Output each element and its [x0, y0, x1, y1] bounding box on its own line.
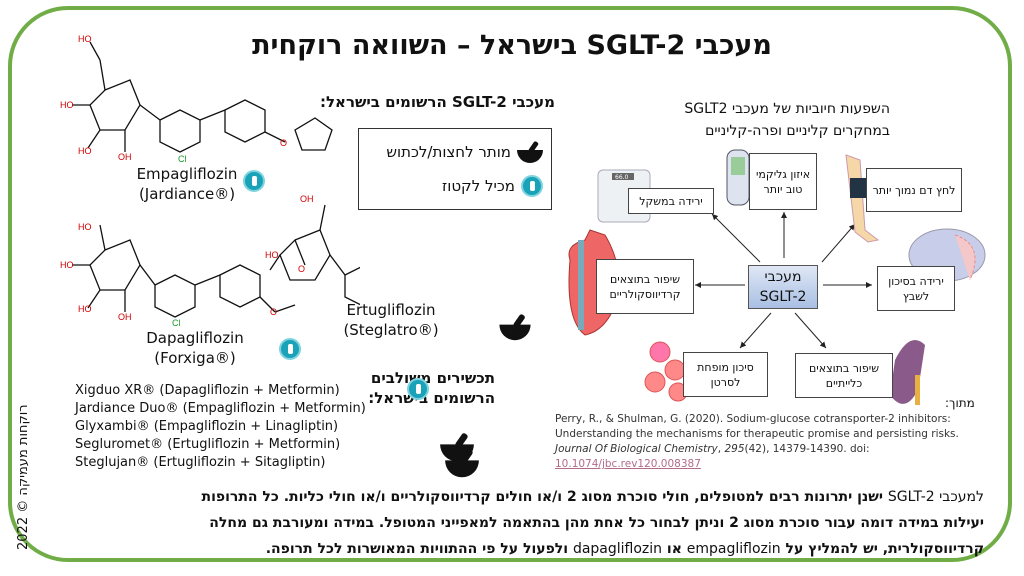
svg-text:HO: HO	[78, 146, 92, 156]
combos-heading-line: תכשירים משולבים	[370, 369, 495, 387]
summary-part: קרדיווסקולרית, יש להמליץ על	[780, 541, 984, 557]
empagliflozin-structure	[72, 41, 333, 153]
doi-link[interactable]: 10.1074/jbc.rev120.008387	[555, 458, 701, 470]
diagram-title-line: במחקרים קליניים ופרה-קליניים	[705, 123, 890, 139]
copyright: רוקחות מעמיקה © 2022	[16, 300, 46, 550]
legend-mortar: מותר לחצות/לכתוש	[367, 135, 543, 169]
source-label: מתוך:	[945, 396, 975, 410]
center-line: מעכבי	[764, 269, 802, 285]
svg-text:HO: HO	[78, 222, 92, 232]
effect-blood-pressure: לחץ דם נמוך יותר	[866, 168, 962, 212]
summary-part: או	[662, 541, 687, 557]
svg-text:HO: HO	[60, 100, 74, 110]
combo-item: Xigduo XR® (Dapagliflozin + Metformin)	[75, 383, 340, 398]
drug-generic-name: Dapagliflozin	[146, 329, 244, 347]
center-line: SGLT-2	[759, 289, 807, 305]
bottle-icon	[279, 338, 302, 360]
bottle-icon	[407, 378, 430, 400]
effect-renal: שיפור בתוצאים כלייתיים	[795, 353, 893, 398]
combos-heading-line: הרשומים בישראל:	[368, 389, 495, 407]
svg-text:HO: HO	[265, 250, 279, 260]
reference-journal: Journal Of Biological Chemistry	[555, 443, 718, 455]
drug-generic-name: Empagliflozin	[136, 165, 238, 183]
effect-glycemic-control: איזון גליקמי טוב יותר	[749, 153, 817, 210]
combo-item: Steglujan® (Ertugliflozin + Sitagliptin)	[75, 455, 326, 470]
page-title: מעכבי SGLT-2 בישראל – השוואה רוקחית	[252, 30, 772, 61]
svg-text:Cl: Cl	[172, 318, 181, 328]
kidney-icon	[890, 340, 925, 405]
effect-stroke-risk: ירידה בסיכון לשבץ	[877, 266, 955, 311]
svg-text:HO: HO	[78, 304, 92, 314]
drug-dapagliflozin: Dapagliflozin (Forxiga®)	[140, 328, 250, 368]
legend-mortar-label: מותר לחצות/לכתוש	[386, 143, 511, 161]
svg-text:O: O	[298, 264, 305, 274]
mortar-icon	[499, 314, 531, 341]
ertugliflozin-structure	[269, 204, 360, 306]
drug-brand-name: (Steglatro®)	[343, 321, 439, 339]
dapagliflozin-structure	[72, 224, 296, 318]
drug-empagliflozin: Empagliflozin (Jardiance®)	[132, 164, 242, 204]
svg-text:OH: OH	[118, 312, 132, 322]
registered-heading: מעכבי SGLT-2 הרשומים בישראל:	[319, 93, 555, 111]
summary-part: ולפעול על פי ההתוויות המאושרות לכל תרופה…	[265, 541, 573, 557]
summary-part: empagliflozin	[686, 541, 781, 557]
diagram-title-line: השפעות חיוביות של מעכבי SGLT2	[684, 101, 890, 117]
bottle-icon	[521, 175, 543, 197]
diagram-graphics: 66.0	[568, 149, 986, 405]
diagram-title: השפעות חיוביות של מעכבי SGLT2 במחקרים קל…	[640, 98, 890, 142]
green-frame	[8, 6, 1012, 562]
summary-text: למעכבי SGLT-2 ישנן יתרונות רבים למטופלים…	[44, 484, 984, 562]
summary-part: ישנן יתרונות רבים למטופלים, חולי סוכרת מ…	[201, 489, 888, 505]
svg-text:O: O	[270, 307, 277, 317]
legend-bottle-label: מכיל לקטוז	[442, 177, 515, 195]
svg-text:66.0: 66.0	[615, 174, 629, 181]
svg-text:HO: HO	[78, 34, 92, 44]
reference-rest: (42), 14379-14390. doi:	[744, 443, 870, 455]
drug-brand-name: (Forxiga®)	[154, 349, 236, 367]
blood-pressure-arm-icon	[845, 154, 880, 243]
svg-text:HO: HO	[60, 260, 74, 270]
combo-item: Segluromet® (Ertugliflozin + Metformin)	[75, 437, 341, 452]
combo-list: Xigduo XR® (Dapagliflozin + Metformin) J…	[75, 382, 366, 472]
legend-bottle: מכיל לקטוז	[367, 169, 543, 203]
glucometer-icon	[726, 149, 750, 206]
summary-line: למעכבי SGLT-2 ישנן יתרונות רבים למטופלים…	[44, 484, 984, 510]
effect-weight-loss: ירידה במשקל	[628, 188, 714, 214]
svg-text:OH: OH	[300, 194, 314, 204]
summary-line: קרדיווסקולרית, יש להמליץ על empagliflozi…	[44, 536, 984, 562]
summary-line: יעילות במידה דומה עבור סוכרת מסוג 2 ונית…	[209, 515, 984, 531]
reference-volume: 295	[724, 443, 745, 455]
legend-box: מותר לחצות/לכתוש מכיל לקטוז	[358, 128, 552, 210]
drug-generic-name: Ertugliflozin	[346, 301, 436, 319]
svg-text:O: O	[280, 138, 287, 148]
arrows	[695, 212, 872, 349]
effect-cardiovascular: שיפור בתוצאים קרדיווסקולריים	[596, 259, 694, 314]
mortar-icon	[517, 141, 543, 163]
combos-heading: תכשירים משולבים הרשומים בישראל:	[335, 368, 495, 408]
svg-text:OH: OH	[118, 152, 132, 162]
reference: Perry, R., & Shulman, G. (2020). Sodium-…	[555, 413, 959, 470]
svg-text:Cl: Cl	[178, 154, 187, 164]
sglt2-center-box: מעכבי SGLT-2	[748, 265, 818, 309]
mortar-icon	[445, 449, 480, 478]
combo-item: Jardiance Duo® (Empagliflozin + Metformi…	[75, 401, 366, 416]
cancer-cells-icon	[644, 341, 688, 402]
bottle-icon	[243, 170, 265, 192]
reference-text: Perry, R., & Shulman, G. (2020). Sodium-…	[555, 413, 959, 440]
effect-cancer-risk: סיכון מופחת לסרטן	[683, 352, 768, 397]
drug-ertugliflozin: Ertugliflozin (Steglatro®)	[336, 300, 446, 340]
combo-item: Glyxambi® (Empagliflozin + Linagliptin)	[75, 419, 339, 434]
drug-brand-name: (Jardiance®)	[138, 185, 236, 203]
summary-part: למעכבי SGLT-2	[887, 489, 984, 505]
summary-part: dapagliflozin	[572, 541, 663, 557]
copyright-text: רוקחות מעמיקה © 2022	[16, 404, 31, 550]
